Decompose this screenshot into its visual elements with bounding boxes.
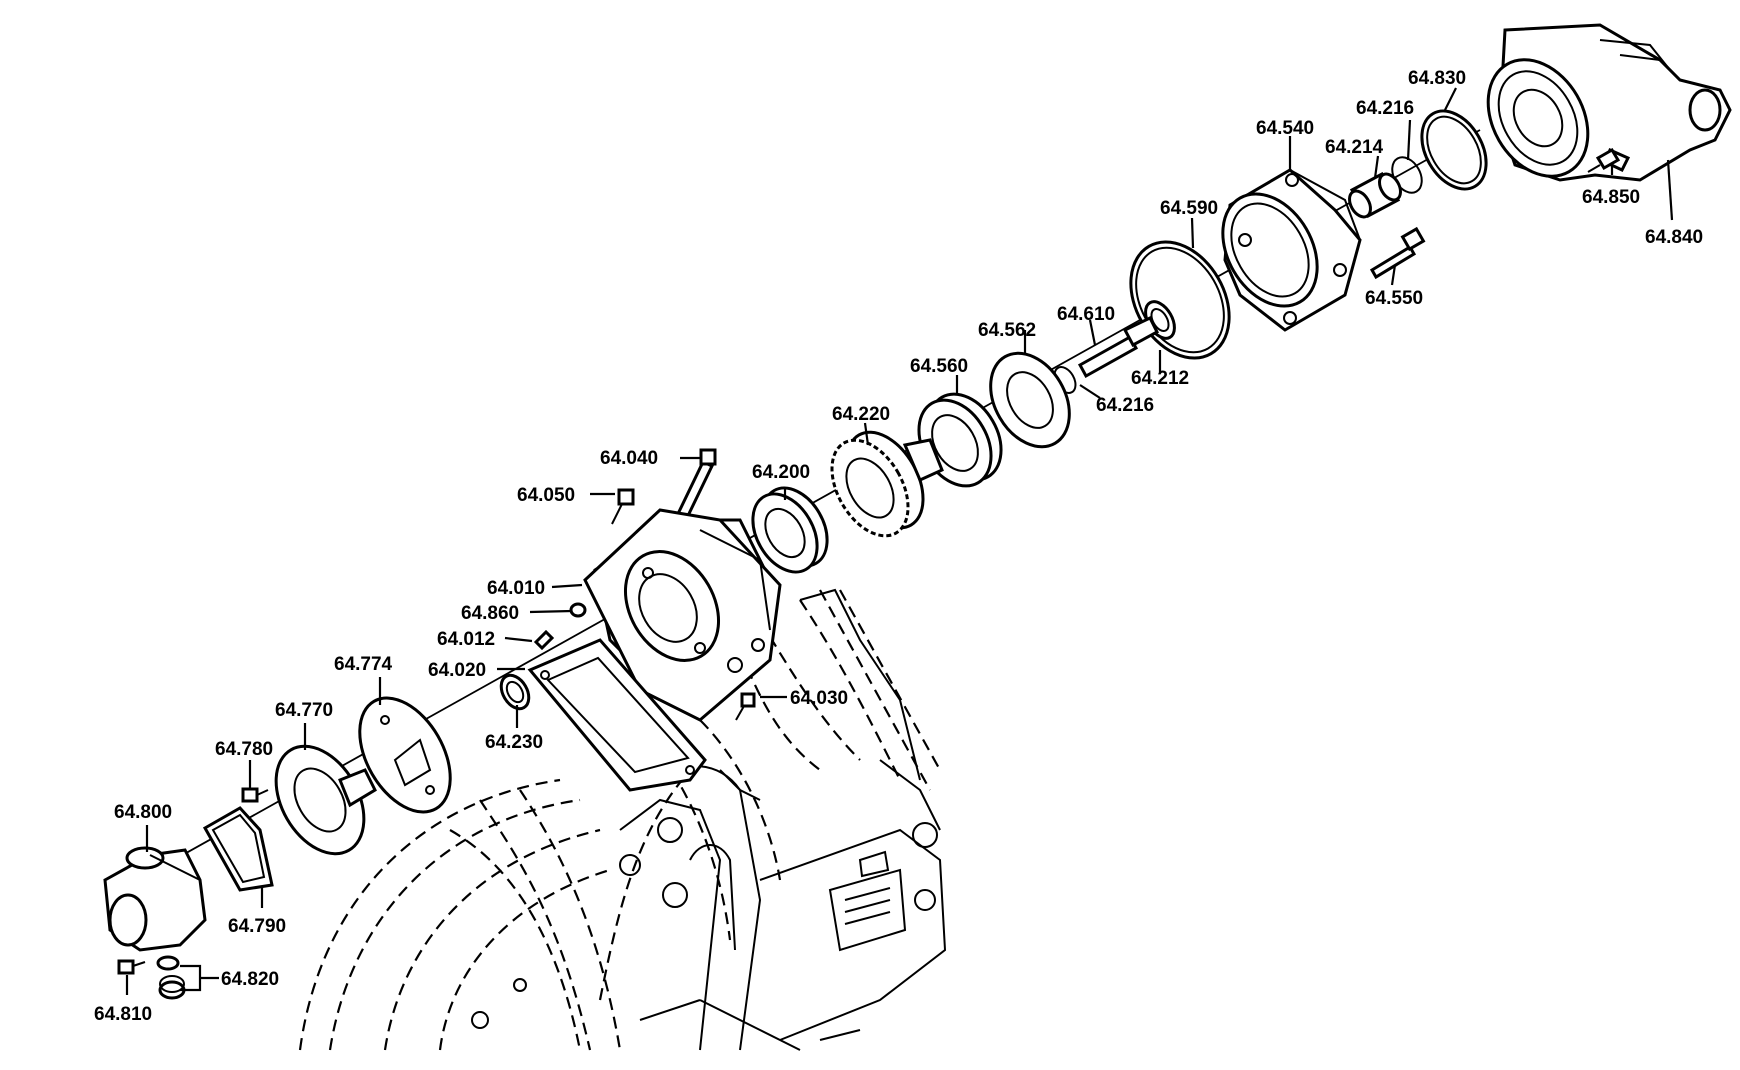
label-64-840: 64.840: [1645, 227, 1703, 248]
label-64-562: 64.562: [978, 320, 1036, 341]
label-64-780: 64.780: [215, 739, 273, 760]
bolt-64-030: [735, 692, 756, 721]
label-64-010: 64.010: [487, 578, 545, 599]
label-64-050: 64.050: [517, 485, 575, 506]
bolt-64-050: [611, 488, 635, 525]
label-64-212: 64.212: [1131, 368, 1189, 389]
hydraulic-motor: [1486, 23, 1732, 182]
label-64-216-upper: 64.216: [1356, 98, 1414, 119]
label-64-012: 64.012: [437, 629, 495, 650]
label-64-590: 64.590: [1160, 198, 1218, 219]
label-64-790: 64.790: [228, 916, 286, 937]
label-64-040: 64.040: [600, 448, 658, 469]
label-64-820: 64.820: [221, 969, 279, 990]
label-64-860: 64.860: [461, 603, 519, 624]
leader-lines: [125, 87, 1674, 995]
seal-64-230: [499, 673, 531, 711]
label-64-610: 64.610: [1057, 304, 1115, 325]
label-64-230: 64.230: [485, 732, 543, 753]
label-64-830: 64.830: [1408, 68, 1466, 89]
shaft-64-610: [1077, 316, 1159, 379]
pin-64-012: [533, 629, 555, 651]
part-labels: 64.830 64.216 64.540 64.214 64.850 64.84…: [94, 68, 1703, 1025]
label-64-214: 64.214: [1325, 137, 1384, 158]
pto-housing-64-010: [583, 508, 782, 722]
plug-64-860: [569, 602, 587, 618]
label-64-560: 64.560: [910, 356, 968, 377]
label-64-030: 64.030: [790, 688, 848, 709]
bolt-64-810: [117, 959, 146, 975]
label-64-850: 64.850: [1582, 187, 1640, 208]
label-64-550: 64.550: [1365, 288, 1423, 309]
bearing-64-200: [751, 486, 829, 574]
label-64-220: 64.220: [832, 404, 890, 425]
plug-64-820: [156, 955, 186, 1000]
bolt-64-780: [241, 787, 269, 803]
transmission-housing-background: [298, 588, 947, 1051]
label-64-200: 64.200: [752, 462, 810, 483]
pump-housing-64-800: [103, 846, 207, 952]
gear-64-220: [830, 430, 944, 538]
label-64-540: 64.540: [1256, 118, 1314, 139]
bolt-64-850: [1587, 147, 1621, 173]
label-64-810: 64.810: [94, 1004, 152, 1025]
label-64-774: 64.774: [334, 654, 393, 675]
label-64-216-lower: 64.216: [1096, 395, 1154, 416]
screw-64-550: [1369, 226, 1426, 280]
gasket-64-790: [202, 806, 274, 892]
o-ring-64-830: [1420, 109, 1488, 191]
flange-64-770: [274, 744, 377, 856]
shim-64-562: [989, 351, 1071, 449]
spline-coupling-64-214: [1348, 172, 1402, 219]
label-64-800: 64.800: [114, 802, 172, 823]
gasket-64-020: [527, 638, 707, 792]
label-64-770: 64.770: [275, 700, 333, 721]
adapter-housing-64-540: [1221, 168, 1362, 332]
gasket-64-774: [358, 696, 452, 814]
label-64-020: 64.020: [428, 660, 486, 681]
